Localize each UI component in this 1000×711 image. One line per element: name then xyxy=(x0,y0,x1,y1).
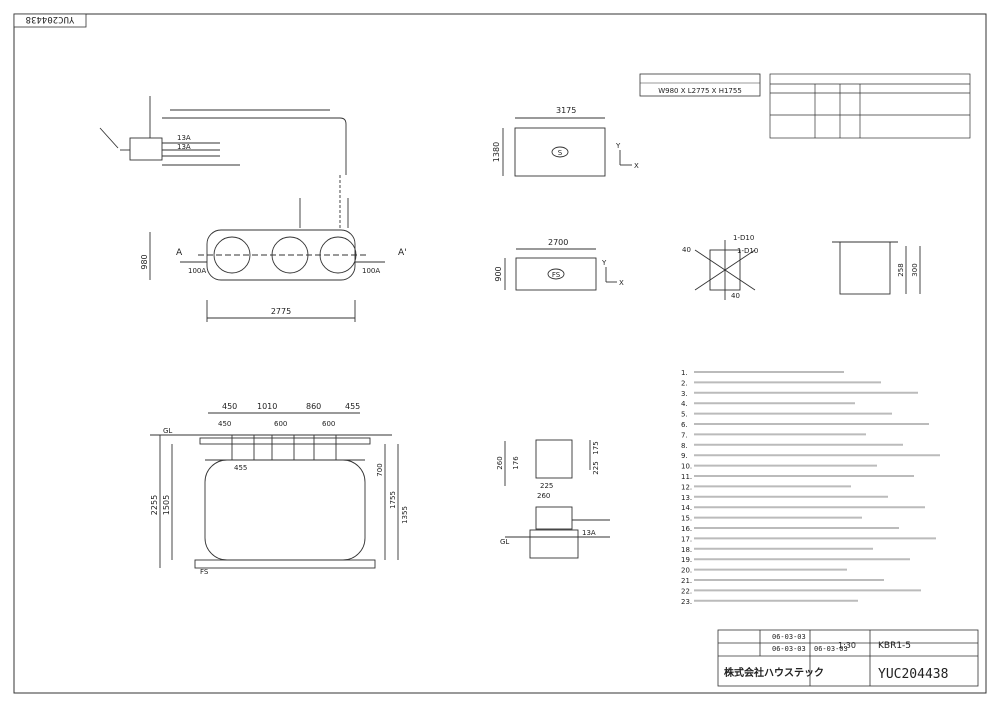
corner-code: YUC204438 xyxy=(26,14,75,24)
note-number: 12. xyxy=(681,483,692,491)
lower-slab-mark: FS xyxy=(552,271,561,279)
note-number: 3. xyxy=(681,390,688,398)
blower-pipe-label: 13A xyxy=(582,529,596,537)
section-side-dim-1: 700 xyxy=(376,463,384,476)
section-top-dim-2: 1010 xyxy=(257,402,277,411)
plan-section-left: A xyxy=(176,248,183,258)
note-number: 5. xyxy=(681,411,688,419)
lower-slab-length: 2700 xyxy=(548,238,568,247)
lower-slab-axis-x: X xyxy=(619,279,624,287)
upper-slab-length: 3175 xyxy=(556,106,576,115)
upper-slab-axis-y: Y xyxy=(615,142,621,150)
rebar-label-2: 1-D10 xyxy=(737,247,758,255)
section-ground-label: GL xyxy=(163,427,172,435)
section-inner-dim: 455 xyxy=(234,464,247,472)
note-number: 13. xyxy=(681,494,692,502)
rebar-label-1: 1-D10 xyxy=(733,234,754,242)
note-number: 15. xyxy=(681,515,692,523)
lower-slab-axis-y: Y xyxy=(601,259,607,267)
section-total-height: 2255 xyxy=(150,495,159,515)
spec-box xyxy=(639,73,761,97)
blower-dim-5: 175 xyxy=(592,441,600,454)
title-date-1: 06-03-03 xyxy=(772,633,806,641)
section-top-dim-3: 860 xyxy=(306,402,321,411)
plan-length: 2775 xyxy=(271,307,291,316)
title-drawing-number: YUC204438 xyxy=(878,667,948,682)
blower-dim-2: 176 xyxy=(512,456,520,470)
section-side-dim-2: 1755 xyxy=(389,491,397,509)
title-company: 株式会社ハウステック xyxy=(724,666,824,679)
note-number: 10. xyxy=(681,463,692,471)
plan-pipe-left: 100A xyxy=(188,267,206,275)
note-number: 7. xyxy=(681,431,688,439)
note-number: 9. xyxy=(681,452,688,460)
spec-dimensions: W980 X L2775 X H1755 xyxy=(658,87,742,95)
note-number: 17. xyxy=(681,535,692,543)
manhole-dim-2: 600 xyxy=(322,420,335,428)
rebar-label-4: 40 xyxy=(682,246,691,254)
manhole-1 xyxy=(213,236,251,274)
manhole-detail xyxy=(832,241,921,295)
manhole-dim-1: 600 xyxy=(274,420,287,428)
upper-slab-axis-x: X xyxy=(634,162,639,170)
breaker-label-2: 13A xyxy=(177,143,191,151)
sheet-border xyxy=(13,13,987,694)
note-number: 19. xyxy=(681,556,692,564)
manhole-dim-3: 450 xyxy=(218,420,231,428)
blower-dim-3: 225 xyxy=(540,482,553,490)
corner-code-box xyxy=(13,13,87,28)
note-number: 11. xyxy=(681,473,692,481)
base-slab xyxy=(194,559,376,569)
lower-slab-diagram xyxy=(504,248,617,291)
blower-dim-1: 260 xyxy=(496,456,504,469)
upper-slab-mark: S xyxy=(558,149,563,157)
blower-detail xyxy=(504,439,610,559)
note-number: 23. xyxy=(681,598,692,606)
section-side-dim-3: 1355 xyxy=(401,506,409,524)
title-date-3: 06-03-03 xyxy=(814,645,848,653)
section-top-dim-4: 455 xyxy=(345,402,360,411)
section-view xyxy=(150,412,399,569)
blower-dim-4: 260 xyxy=(537,492,550,500)
note-number: 21. xyxy=(681,577,692,585)
blower-dim-6: 225 xyxy=(592,461,600,474)
plan-pipe-right: 100A xyxy=(362,267,380,275)
rebar-label-3: 40 xyxy=(731,292,740,300)
note-number: 6. xyxy=(681,421,688,429)
breaker-label-1: 13A xyxy=(177,134,191,142)
note-number: 1. xyxy=(681,369,688,377)
upper-slab-height: 1380 xyxy=(492,142,501,162)
rebar-opening-detail xyxy=(694,240,756,300)
note-number: 4. xyxy=(681,400,688,408)
note-number: 2. xyxy=(681,379,688,387)
note-number: 16. xyxy=(681,525,692,533)
blower-box xyxy=(129,137,163,161)
title-date-2: 06-03-03 xyxy=(772,645,806,653)
note-number: 14. xyxy=(681,504,692,512)
title-scale: 1:30 xyxy=(838,641,856,650)
title-block xyxy=(717,629,979,687)
note-number: 18. xyxy=(681,546,692,554)
title-model: KBR1-5 xyxy=(878,641,911,651)
rebar-table xyxy=(769,73,971,139)
manhole-dim-258: 258 xyxy=(897,263,905,276)
plan-section-right: A' xyxy=(398,248,407,258)
tank-section-outline xyxy=(204,459,366,561)
manhole-dim-300: 300 xyxy=(911,263,919,276)
note-number: 8. xyxy=(681,442,688,450)
note-number: 22. xyxy=(681,587,692,595)
section-top-dim-1: 450 xyxy=(222,402,237,411)
lower-slab-height: 900 xyxy=(494,266,503,281)
blower-ground-label: GL xyxy=(500,538,509,546)
note-number: 20. xyxy=(681,567,692,575)
upper-slab-diagram xyxy=(502,117,632,177)
section-body-height: 1505 xyxy=(162,495,171,515)
plan-width: 980 xyxy=(140,254,149,269)
plan-view xyxy=(99,96,385,322)
section-fs-label: FS xyxy=(200,568,209,576)
